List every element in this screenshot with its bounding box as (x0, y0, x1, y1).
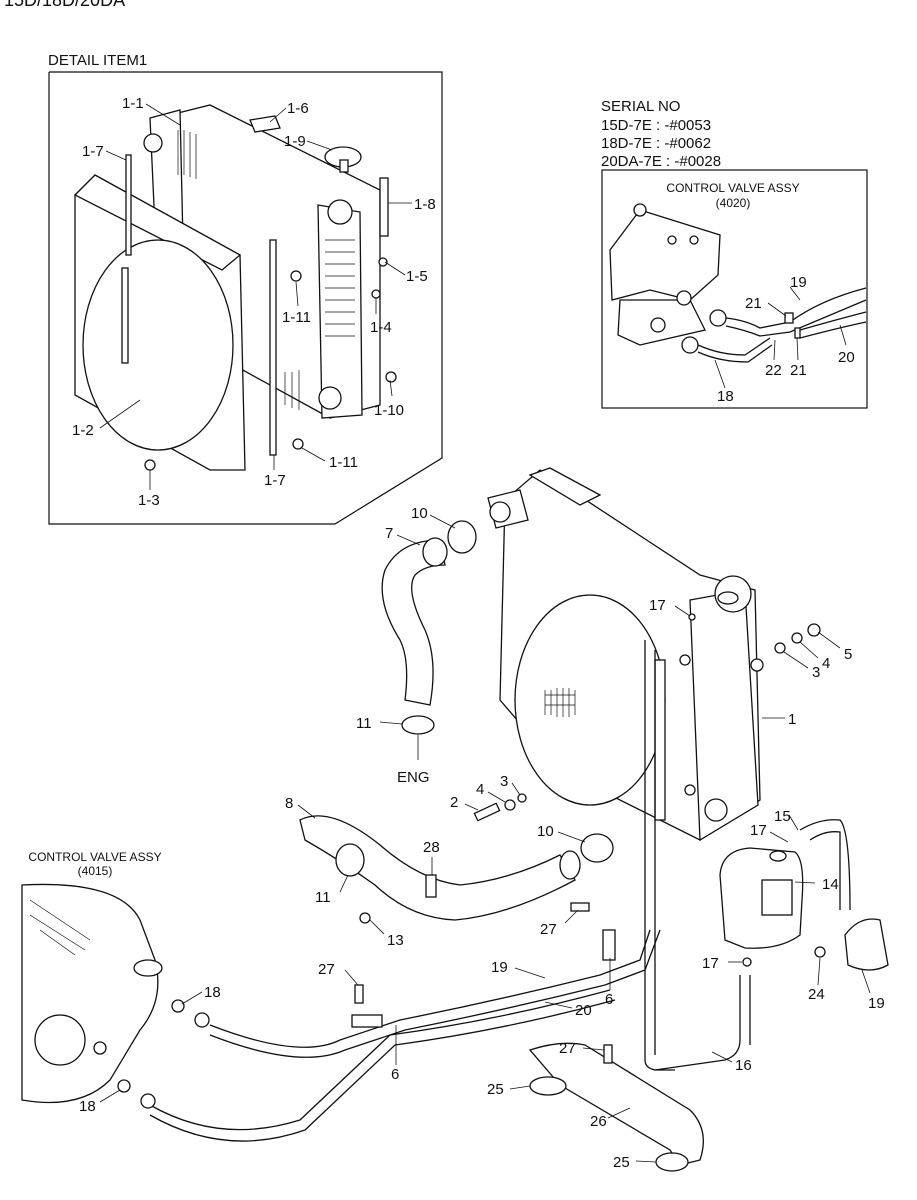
part-label: 27 (559, 1040, 576, 1057)
serial-number-block: SERIAL NO 15D-7E : -#0053 18D-7E : -#006… (601, 98, 721, 170)
part-label: 2 (450, 794, 458, 811)
detail-label: 1-2 (72, 422, 94, 439)
part-label: 11 (356, 715, 372, 732)
detail-item1-panel: DETAIL ITEM1 (48, 52, 443, 525)
detail-label: 1-8 (414, 196, 436, 213)
model-code-header: 15D/18D/20DA (4, 0, 125, 10)
detail-radiator-drawing (73, 104, 397, 471)
part-label: 11 (315, 889, 331, 906)
part-label: 17 (649, 597, 666, 614)
part-label: 16 (735, 1057, 752, 1074)
part-label: 17 (750, 822, 767, 839)
part-label: 20 (575, 1002, 592, 1019)
detail-label: 1-5 (406, 268, 428, 285)
inset-valve-drawing (609, 203, 867, 363)
part-label: 15 (774, 808, 791, 825)
reserve-tank-drawing (654, 819, 889, 1071)
part-label: 3 (500, 773, 508, 790)
detail-leaders (99, 103, 412, 490)
part-label: 4 (476, 781, 484, 798)
inset-label: 21 (745, 295, 762, 312)
part-label: 26 (590, 1113, 607, 1130)
engine-label: ENG (397, 769, 430, 786)
part-label: 6 (391, 1066, 399, 1083)
part-label: 19 (491, 959, 508, 976)
inset-label: 19 (790, 274, 807, 291)
inset-label: 20 (838, 349, 855, 366)
main-radiator-drawing (487, 467, 764, 1071)
left-valve-title: CONTROL VALVE ASSY (28, 850, 161, 864)
left-valve-ref: (4015) (78, 864, 113, 878)
left-valve-drawing: CONTROL VALVE ASSY (4015) (21, 850, 210, 1109)
main-leaders (99, 514, 871, 1163)
part-label: 7 (385, 525, 393, 542)
detail-label: 1-7 (82, 143, 104, 160)
part-label: 17 (702, 955, 719, 972)
serial-line: 18D-7E : -#0062 (601, 135, 711, 152)
mounting-bracket-drawing (354, 902, 704, 1172)
part-label: 10 (537, 823, 554, 840)
part-label: 18 (204, 984, 221, 1001)
detail-label: 1-7 (264, 472, 286, 489)
control-valve-inset: CONTROL VALVE ASSY (4020) 19 (601, 169, 868, 409)
part-label: 3 (812, 664, 820, 681)
detail-label: 1-3 (138, 492, 160, 509)
detail-label: 1-1 (122, 95, 144, 112)
part-label: 18 (79, 1098, 96, 1115)
inset-title: CONTROL VALVE ASSY (666, 181, 799, 195)
fasteners-drawing (359, 623, 821, 924)
detail-label: 1-6 (287, 100, 309, 117)
part-label: 28 (423, 839, 440, 856)
part-label: 10 (411, 505, 428, 522)
detail-label: 1-10 (374, 402, 404, 419)
part-label: 27 (540, 921, 557, 938)
detail-title: DETAIL ITEM1 (48, 52, 147, 69)
detail-label: 1-9 (284, 133, 306, 150)
inset-label: 22 (765, 362, 782, 379)
inset-label: 18 (717, 388, 734, 405)
part-label: 5 (844, 646, 852, 663)
part-label: 6 (605, 991, 613, 1008)
part-label: 19 (868, 995, 885, 1012)
inset-ref: (4020) (716, 196, 751, 210)
serial-line: 20DA-7E : -#0028 (601, 153, 721, 170)
part-label: 14 (822, 876, 839, 893)
upper-hose-drawing (381, 520, 477, 735)
part-label: 4 (822, 655, 830, 672)
part-label: 13 (387, 932, 404, 949)
detail-label: 1-11 (329, 454, 358, 471)
serial-line: 15D-7E : -#0053 (601, 117, 711, 134)
part-label: 25 (613, 1154, 630, 1171)
detail-frame (48, 71, 443, 525)
part-label: 24 (808, 986, 825, 1003)
inset-frame (601, 169, 868, 409)
inset-label: 21 (790, 362, 807, 379)
part-label: 27 (318, 961, 335, 978)
part-label: 1 (788, 711, 796, 728)
detail-label: 1-4 (370, 319, 392, 336)
serial-title: SERIAL NO (601, 98, 680, 115)
part-label: 8 (285, 795, 293, 812)
detail-label: 1-11 (282, 309, 311, 326)
part-label: 25 (487, 1081, 504, 1098)
oil-hoses-drawing (149, 929, 661, 1142)
lower-hose-drawing (299, 815, 614, 921)
